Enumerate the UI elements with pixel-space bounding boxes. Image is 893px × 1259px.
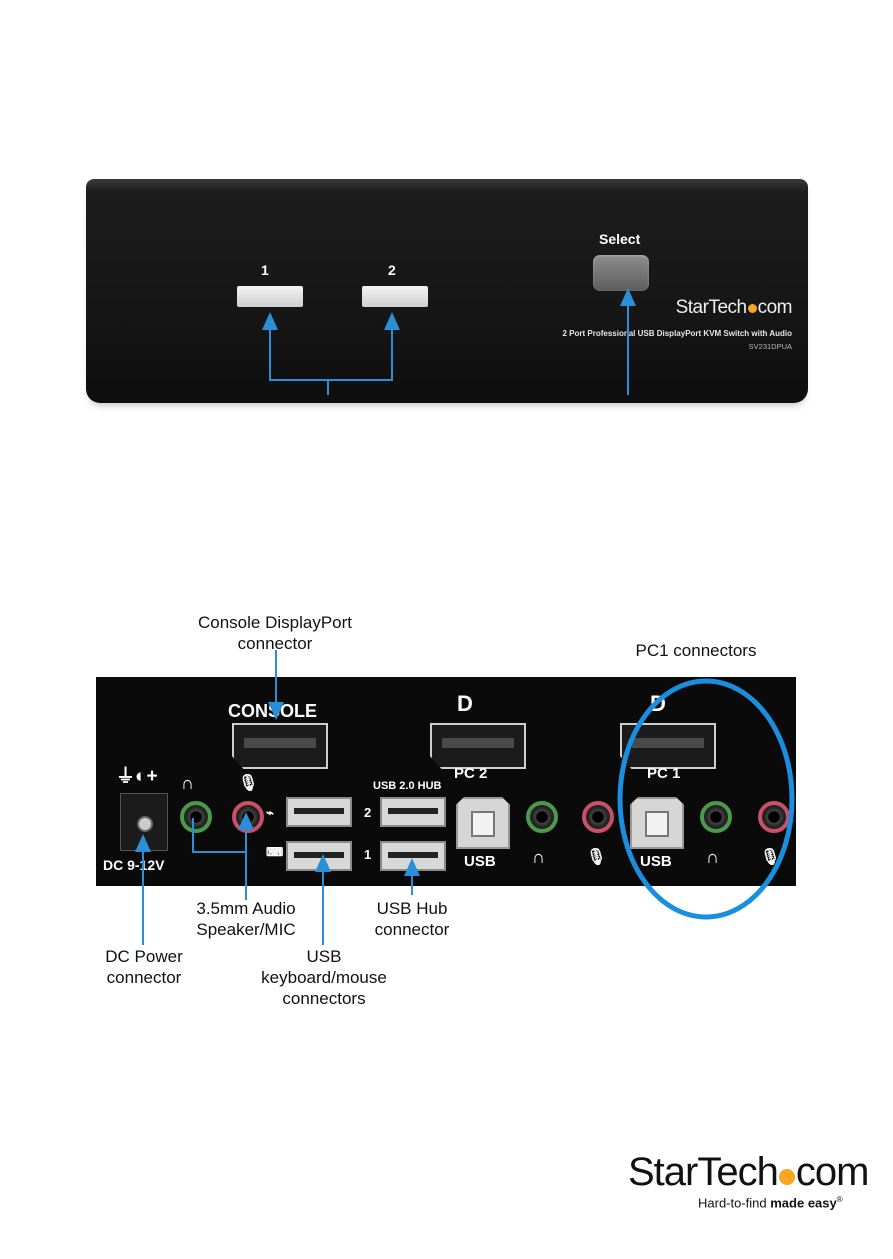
pc2-displayport — [430, 723, 526, 769]
product-description: 2 Port Professional USB DisplayPort KVM … — [562, 329, 792, 338]
pc2-label: PC 2 — [454, 765, 488, 782]
usb-label: USB — [640, 853, 672, 870]
pc1-mic-jack — [758, 801, 790, 833]
hub-port-number: 2 — [364, 805, 372, 820]
callout-port-2 — [328, 312, 400, 381]
pc1-highlight-circle — [617, 678, 795, 920]
dp-logo-icon: D — [457, 691, 473, 716]
pc1-label: PC 1 — [647, 765, 681, 782]
dc-polarity-icon: ⏚◐+ — [116, 766, 158, 787]
keyboard-icon: ⌨ — [266, 845, 284, 859]
usb-label: USB — [464, 853, 496, 870]
microphone-icon: 🎙 — [760, 849, 781, 866]
callout-audio-jacks — [192, 812, 254, 853]
pc2-usb-b-port — [456, 797, 510, 849]
console-displayport — [232, 723, 328, 769]
microphone-icon: 🎙 — [238, 775, 259, 792]
mouse-icon: ⌁ — [266, 805, 274, 820]
usb-hub-label: USB 2.0 HUB — [373, 780, 442, 792]
usb-mouse-port — [286, 797, 352, 827]
model-number: SV231DPUA — [748, 342, 792, 351]
port-2-led — [362, 286, 428, 307]
port-1-led — [237, 286, 303, 307]
caption-pc1: PC1 connectors — [635, 641, 757, 660]
headphone-icon: ∩ — [181, 773, 194, 793]
select-button — [593, 255, 649, 291]
port-1-label: 1 — [261, 262, 269, 278]
microphone-icon: 🎙 — [586, 849, 607, 866]
pc1-usb-b-port — [630, 797, 684, 849]
select-label: Select — [599, 231, 641, 247]
console-speaker-jack — [180, 801, 212, 833]
pc2-speaker-jack — [526, 801, 558, 833]
hub-port-number: 1 — [364, 847, 372, 862]
dc-label: DC 9-12V — [103, 857, 165, 873]
headphone-icon: ∩ — [706, 847, 719, 867]
callout-port-1 — [262, 312, 329, 395]
pc1-speaker-jack — [700, 801, 732, 833]
tagline: Hard-to-find made easy® — [698, 1195, 843, 1211]
headphone-icon: ∩ — [532, 847, 545, 867]
port-2-label: 2 — [388, 262, 396, 278]
usb-hub-port-2 — [380, 797, 446, 827]
pc2-mic-jack — [582, 801, 614, 833]
